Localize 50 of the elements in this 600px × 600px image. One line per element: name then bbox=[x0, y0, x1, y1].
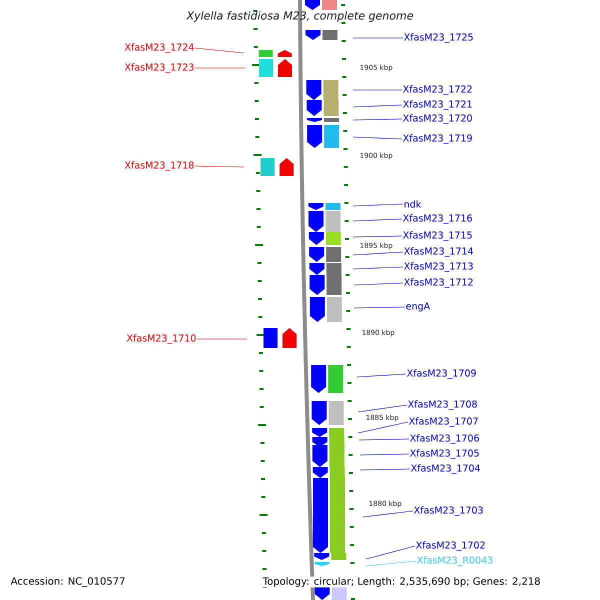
leader-line bbox=[356, 374, 406, 378]
leader-line bbox=[194, 48, 244, 54]
gene-label: XfasM23_1707 bbox=[408, 417, 478, 427]
gene-label: XfasM23_1713 bbox=[404, 262, 473, 272]
gene-label: XfasM23_1706 bbox=[410, 434, 479, 444]
leader-line bbox=[352, 136, 402, 140]
leader-line bbox=[354, 306, 406, 308]
gene-label: XfasM23_1714 bbox=[404, 247, 473, 257]
leader-line bbox=[196, 338, 248, 340]
gene-label: XfasM23_1708 bbox=[408, 400, 477, 410]
leader-line bbox=[352, 204, 404, 206]
leader-line bbox=[352, 266, 404, 270]
gene-label: XfasM23_1712 bbox=[404, 278, 473, 288]
gene-label: XfasM23_1703 bbox=[414, 506, 483, 516]
gene-label: ndk bbox=[404, 200, 422, 208]
leader-line bbox=[352, 236, 402, 238]
gene-label: XfasM23_1704 bbox=[410, 464, 480, 474]
gene-label: engA bbox=[406, 302, 430, 312]
gene-label: XfasM23_1724 bbox=[124, 43, 194, 53]
gene-label: XfasM23_1725 bbox=[404, 33, 473, 43]
gene-label: XfasM23_1723 bbox=[124, 63, 194, 73]
gene-label: XfasM23_1722 bbox=[402, 85, 472, 95]
leader-line bbox=[352, 118, 402, 120]
gene-label: XfasM23_1718 bbox=[124, 161, 194, 171]
leader-line bbox=[352, 252, 404, 256]
leader-line bbox=[358, 404, 408, 412]
leader-line bbox=[352, 218, 402, 222]
gene-label: XfasM23_1702 bbox=[416, 541, 485, 551]
gene-label: XfasM23_1705 bbox=[410, 449, 479, 459]
gene-label: XfasM23_R0043 bbox=[416, 556, 492, 566]
leader-line bbox=[194, 166, 244, 168]
gene-label: XfasM23_1716 bbox=[402, 214, 472, 224]
gene-label: XfasM23_1709 bbox=[406, 369, 476, 379]
leader-line bbox=[360, 468, 410, 470]
leader-line bbox=[354, 282, 404, 286]
leader-line bbox=[358, 438, 410, 440]
leader-line bbox=[366, 560, 416, 566]
leader-line bbox=[358, 422, 408, 434]
leader-line bbox=[352, 104, 402, 108]
title: Xylella fastidiosa M23, complete genome bbox=[186, 11, 413, 22]
leader-line bbox=[360, 454, 410, 456]
gene-label: XfasM23_1710 bbox=[126, 334, 196, 344]
gene-label: XfasM23_1719 bbox=[402, 134, 472, 144]
gene-label: XfasM23_1721 bbox=[402, 100, 472, 110]
gene-label: XfasM23_1720 bbox=[402, 114, 472, 124]
leader-line bbox=[366, 546, 416, 560]
leader-line bbox=[362, 510, 414, 518]
gene-label: XfasM23_1715 bbox=[402, 231, 472, 241]
footer-text: Accession: NC_010577 bbox=[10, 576, 126, 588]
footer-text: Topology: circular; Length: 2,535,690 bp; Genes: 2,218 bbox=[262, 576, 542, 588]
